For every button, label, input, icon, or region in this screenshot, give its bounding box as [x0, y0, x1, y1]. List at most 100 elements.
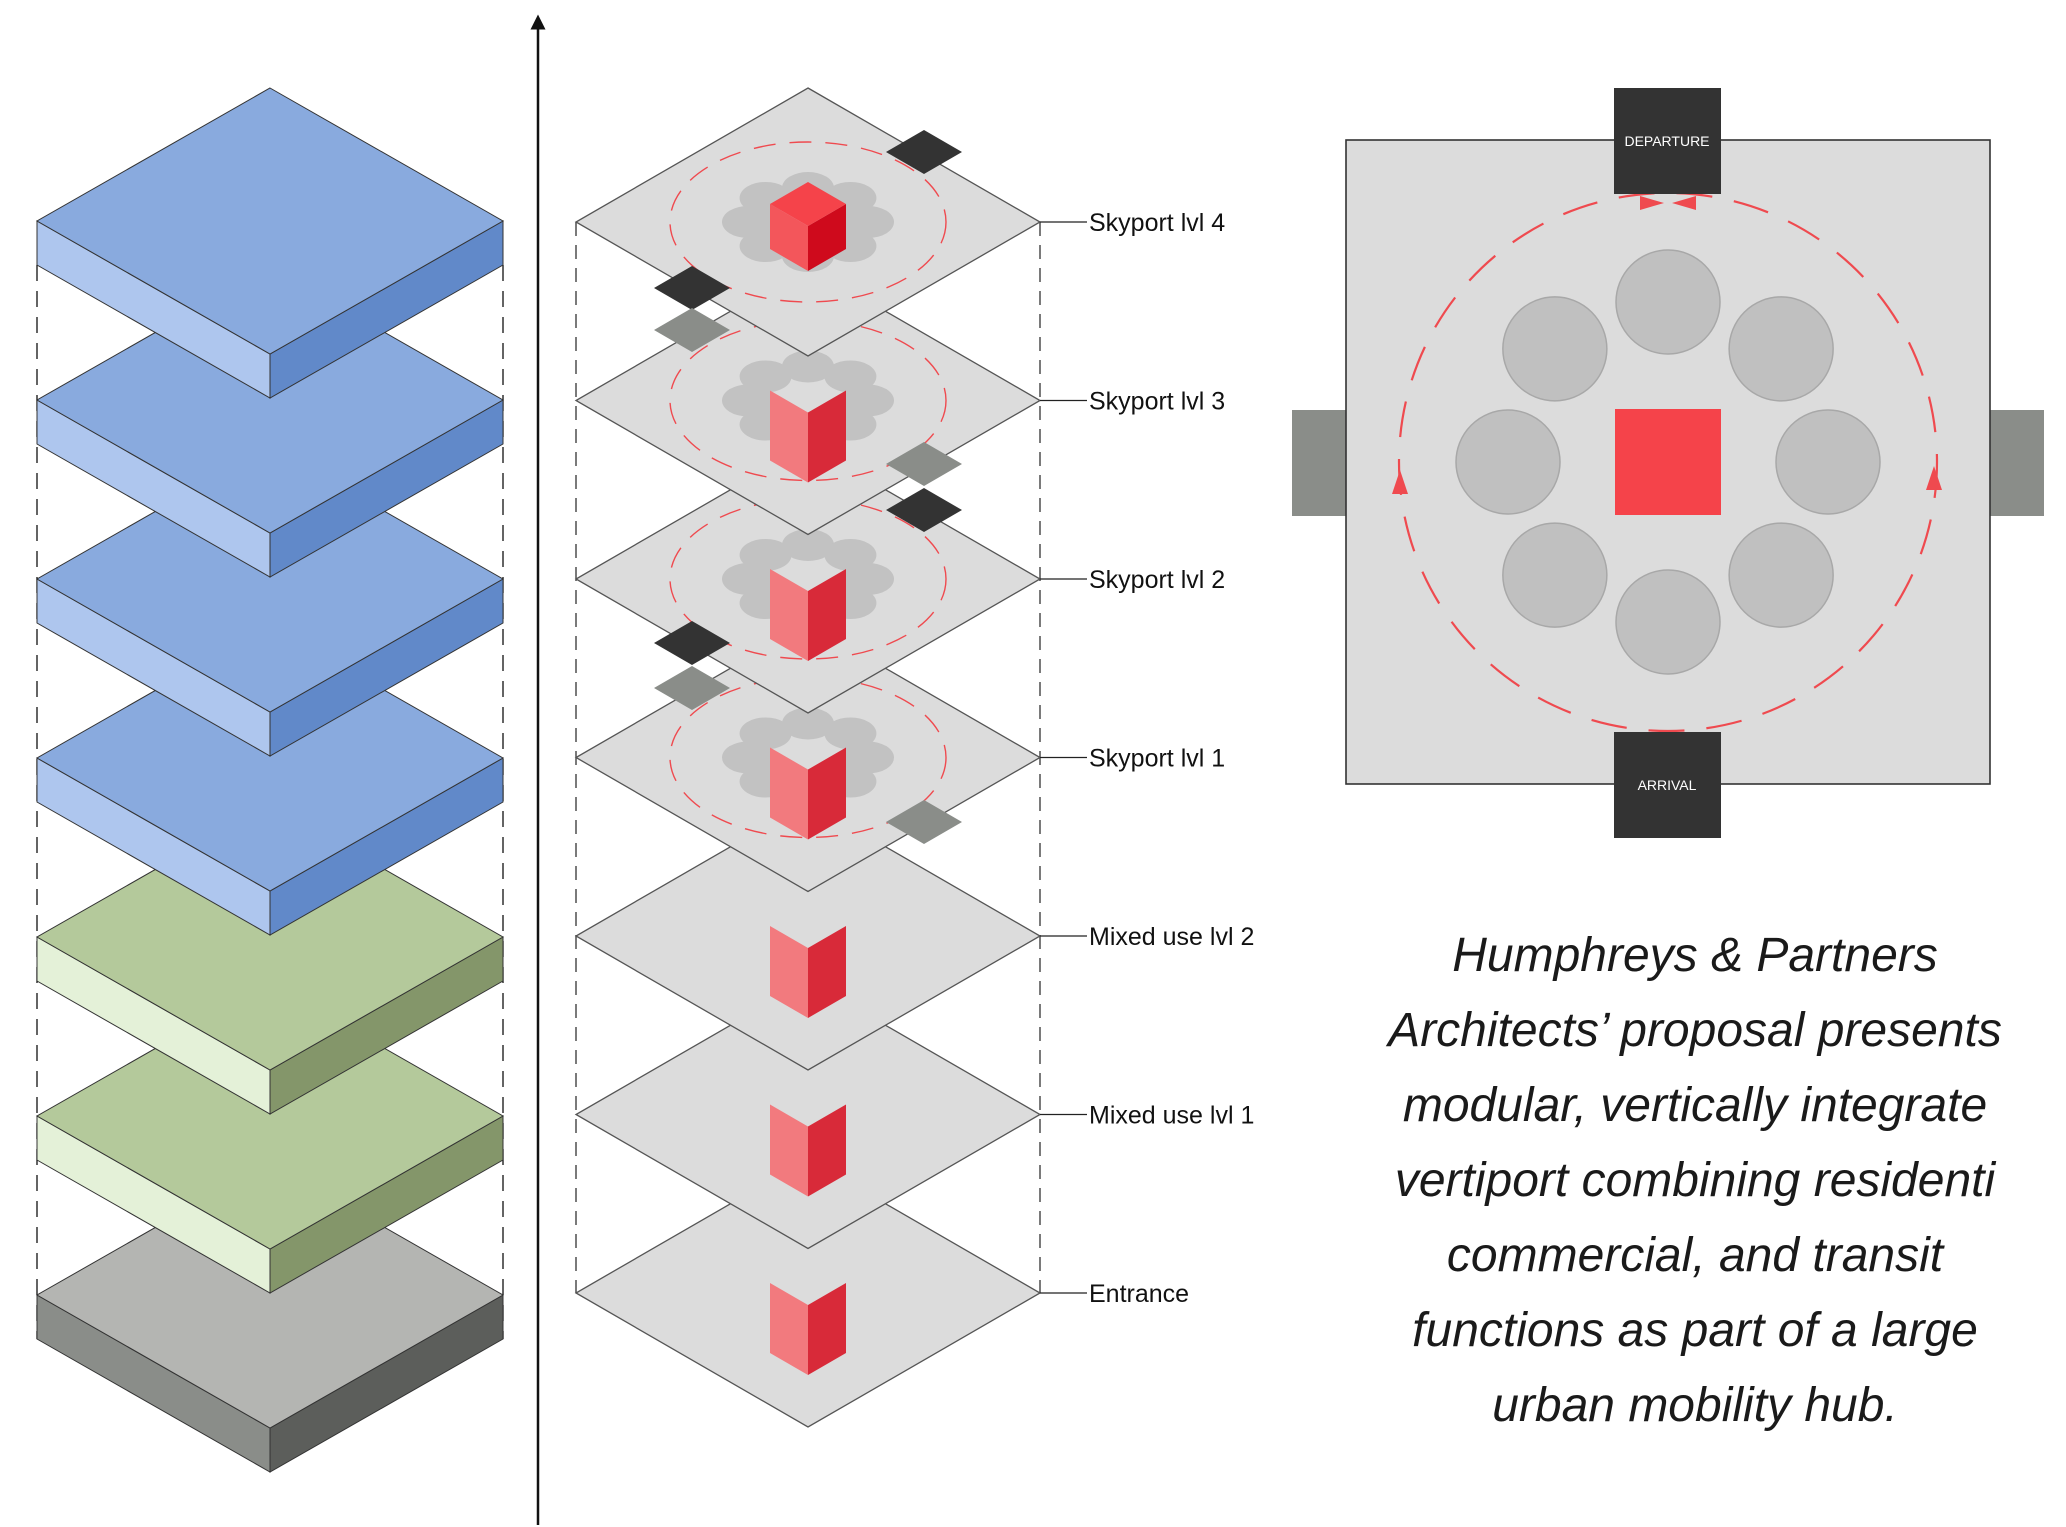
- path-arrow-left: [1392, 470, 1408, 494]
- caption-line: commercial, and transit: [1446, 1229, 1944, 1282]
- floor-plate: [574, 1158, 1042, 1428]
- core-right-face: [808, 926, 846, 1018]
- floor-level: Mixed use lvl 1: [574, 979, 1254, 1250]
- skyport-floor-plan: DEPARTURE ARRIVAL: [1292, 88, 2044, 838]
- floor-label: Mixed use lvl 1: [1089, 1102, 1254, 1130]
- dock-diamond: [654, 266, 730, 310]
- core-right-face: [808, 204, 846, 271]
- plan-landing-pad: [1615, 249, 1721, 355]
- path-arrow-right: [1926, 466, 1942, 490]
- landing-pad: [722, 384, 774, 417]
- path-arrow-top-a: [1640, 196, 1664, 210]
- core-top-face: [770, 182, 846, 226]
- arrival-label: ARRIVAL: [1638, 777, 1697, 793]
- plan-landing-pad: [1502, 522, 1608, 628]
- floor-level: Skyport lvl 1: [574, 622, 1225, 893]
- dock-diamond: [654, 308, 730, 352]
- program-slab: [35, 445, 505, 757]
- floor-label: Entrance: [1089, 1280, 1189, 1308]
- core-right-face: [808, 390, 846, 483]
- dock-diamond: [886, 488, 962, 532]
- program-slab: [35, 87, 505, 399]
- plan-core: [1615, 409, 1721, 515]
- caption-line: urban mobility hub.: [1492, 1379, 1898, 1432]
- plan-landing-pad: [1615, 569, 1721, 675]
- floor-level: Entrance: [574, 1158, 1189, 1428]
- caption-line: Architects’ proposal presents: [1388, 1004, 2002, 1057]
- core-left-face: [770, 204, 808, 271]
- core-left-face: [770, 1104, 808, 1197]
- plan-landing-pad: [1502, 296, 1608, 402]
- slab-top-face: [35, 266, 505, 534]
- core-right-face: [808, 1283, 846, 1375]
- slab-top-face: [35, 624, 505, 892]
- plan-landing-pad: [1455, 409, 1561, 515]
- core-right-face: [808, 747, 846, 840]
- caption-line: Humphreys & Partners: [1452, 929, 1938, 982]
- dock-diamond: [654, 666, 730, 710]
- landing-pad: [782, 529, 834, 561]
- landing-pad: [722, 563, 774, 595]
- side-dock-right: [1988, 410, 2044, 516]
- landing-pad: [782, 350, 834, 383]
- plan-landing-pad: [1728, 296, 1834, 402]
- slab-top-face: [35, 982, 505, 1250]
- landing-pad: [739, 717, 792, 750]
- floor-label: Skyport lvl 2: [1089, 566, 1225, 594]
- core-left-face: [770, 747, 808, 840]
- landing-pad: [824, 717, 877, 750]
- flight-path-circle: [1397, 191, 1939, 733]
- plan-landing-pad: [1775, 409, 1881, 515]
- caption-line: modular, vertically integrate: [1402, 1079, 1988, 1132]
- landing-pad: [824, 538, 877, 571]
- path-arrow-top-b: [1672, 196, 1696, 210]
- landing-pad: [842, 384, 894, 417]
- floor-level: Skyport lvl 4: [574, 87, 1225, 357]
- floor-plate: [574, 801, 1042, 1071]
- flight-path-ring: [669, 141, 947, 303]
- floor-levels-axonometric: Entrance Mixed use lvl 1 Mixed use lvl 2 Sk…: [574, 87, 1254, 1428]
- dock-diamond: [886, 442, 962, 486]
- core-left-face: [770, 926, 808, 1018]
- floor-level: Skyport lvl 2: [574, 444, 1225, 714]
- dock-diamond: [886, 800, 962, 844]
- landing-pad: [842, 206, 894, 238]
- landing-pad: [739, 360, 792, 393]
- slab-top-face: [35, 445, 505, 713]
- departure-box: [1614, 88, 1721, 194]
- core-left-face: [770, 390, 808, 483]
- core-right-face: [808, 569, 846, 661]
- slab-top-face: [35, 803, 505, 1071]
- landing-pad: [842, 741, 894, 774]
- floor-level: Skyport lvl 3: [574, 265, 1225, 536]
- caption-line: vertiport combining residenti: [1394, 1154, 1996, 1207]
- program-slab: [35, 982, 505, 1294]
- program-stack-axonometric: [35, 87, 505, 1473]
- floor-label: Skyport lvl 1: [1089, 745, 1225, 773]
- program-slab: [35, 624, 505, 936]
- slab-top-face: [35, 87, 505, 355]
- floor-label: Mixed use lvl 2: [1089, 923, 1254, 951]
- slab-top-face: [35, 1161, 505, 1429]
- floor-level: Mixed use lvl 2: [574, 801, 1254, 1071]
- core-left-face: [770, 1283, 808, 1375]
- landing-pad: [842, 563, 894, 595]
- plan-landing-pad: [1728, 522, 1834, 628]
- dock-diamond: [886, 130, 962, 174]
- program-slab: [35, 803, 505, 1115]
- departure-label: DEPARTURE: [1624, 133, 1709, 149]
- caption-line: functions as part of a large: [1412, 1304, 1978, 1357]
- core-right-face: [808, 1104, 846, 1197]
- landing-pad: [824, 360, 877, 393]
- floor-label: Skyport lvl 4: [1089, 209, 1225, 237]
- core-left-face: [770, 569, 808, 661]
- side-dock-left: [1292, 410, 1348, 516]
- program-slab: [35, 1161, 505, 1473]
- dock-diamond: [654, 621, 730, 665]
- program-slab: [35, 266, 505, 578]
- floor-label: Skyport lvl 3: [1089, 388, 1225, 416]
- floor-plate: [574, 979, 1042, 1250]
- arrival-box: [1614, 732, 1721, 838]
